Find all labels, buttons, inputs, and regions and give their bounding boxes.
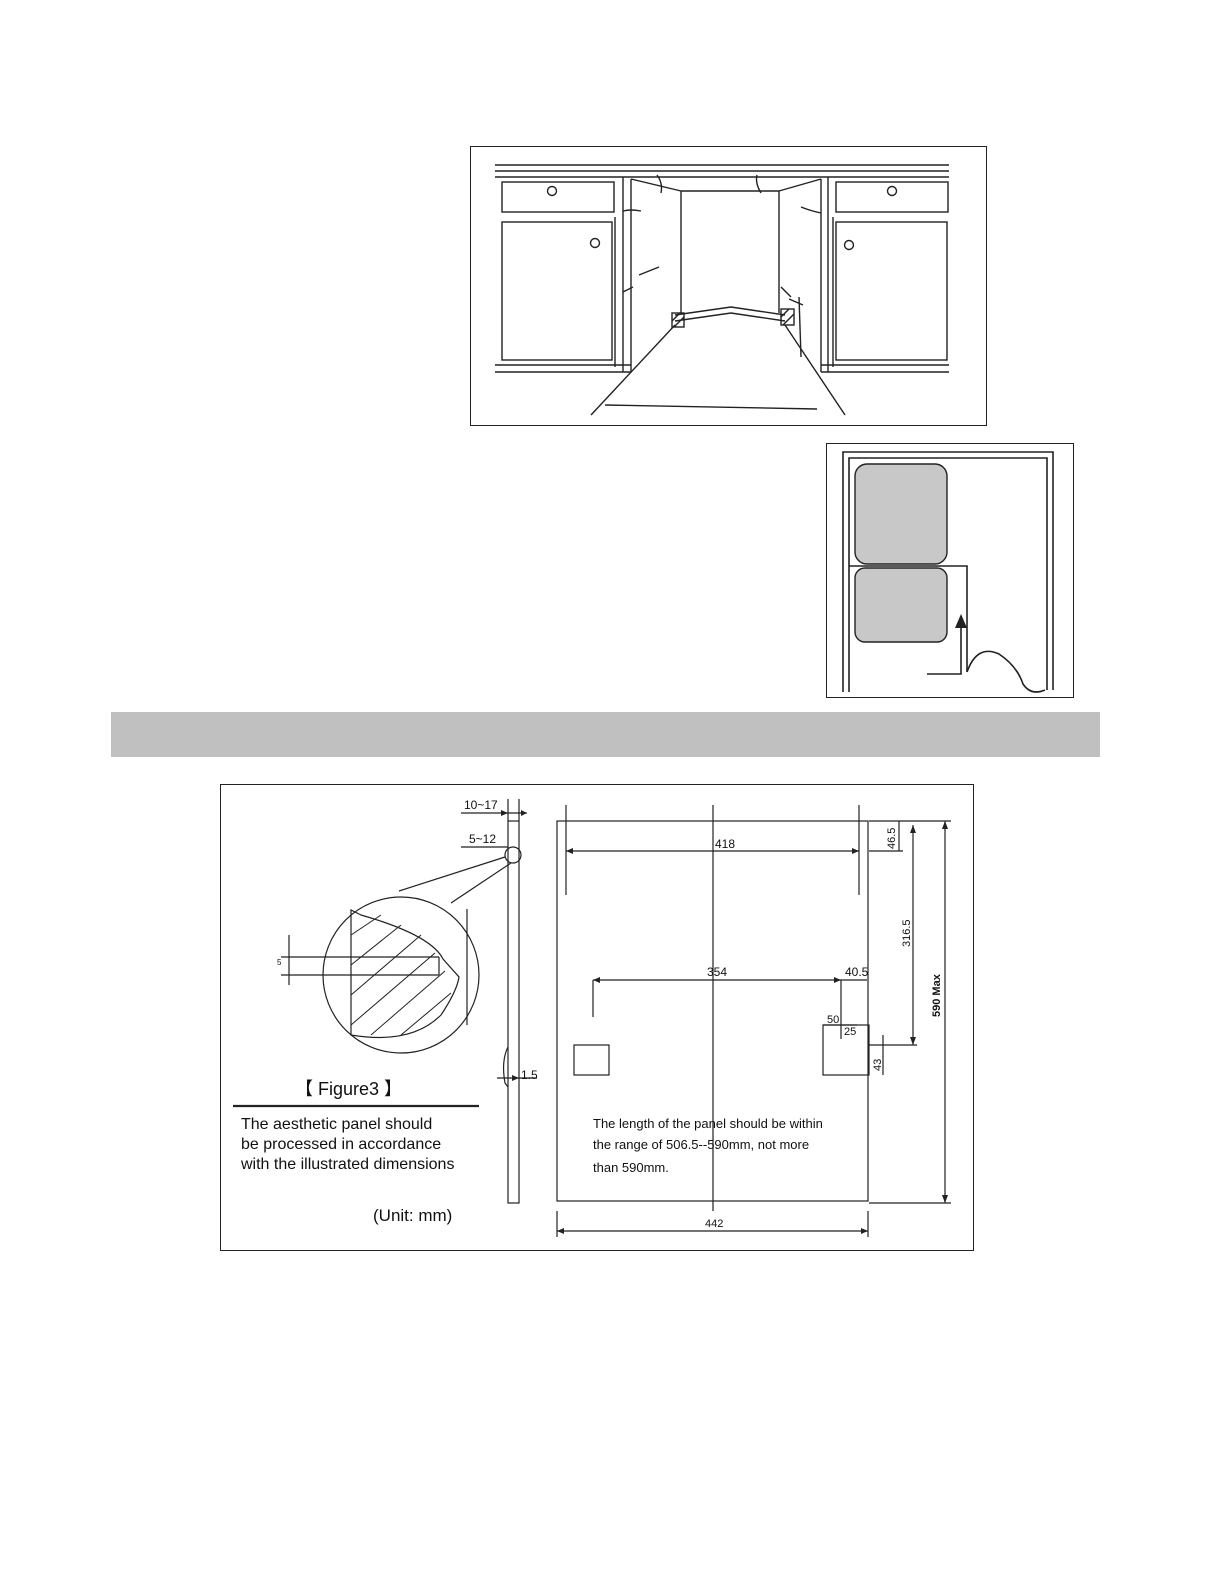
dim-label-43: 43: [872, 1059, 884, 1071]
dim-label-50: 50: [827, 1014, 839, 1026]
dim-label-40-5: 40.5: [845, 965, 869, 979]
clearance-arrow: [927, 620, 962, 675]
right-drawer: [835, 181, 949, 213]
door-swing-curve: [966, 650, 1046, 693]
note-line-2: the range of 506.5--590mm, not more: [593, 1137, 809, 1152]
caption-line-1: The aesthetic panel should: [241, 1116, 432, 1133]
dim-label-442: 442: [705, 1218, 723, 1230]
dim-label-detail: 5: [277, 958, 282, 967]
cabinet-recess-drawing: [495, 164, 949, 416]
caption-line-2: be processed in accordance: [241, 1136, 441, 1153]
floor-front-line: [604, 404, 818, 410]
corner-installation-figure: [826, 443, 1074, 698]
right-door: [835, 221, 948, 361]
right-drawer-knob: [886, 185, 898, 197]
dim-label-25: 25: [844, 1026, 856, 1038]
arrow-head: [955, 614, 967, 628]
panel-side-profile: [507, 820, 520, 1204]
dim-label-590-max: 590 Max: [931, 973, 943, 1017]
unit-label: (Unit: mm): [373, 1206, 452, 1225]
dim-label-10-17: 10~17: [464, 798, 498, 812]
dim-label-354: 354: [707, 965, 727, 979]
panel-dimensions-drawing: 10~17 5~12 5 1.5 418 354 40.5 50 25 46.5…: [233, 798, 951, 1237]
detail-section: [350, 909, 460, 1038]
panel-dimensions-figure: 10~17 5~12 5 1.5 418 354 40.5 50 25 46.5…: [220, 784, 974, 1251]
appliance-block-lower: [854, 567, 948, 643]
corner-outer-wall: [842, 451, 1054, 692]
figure-label: 【 Figure3 】: [295, 1079, 402, 1099]
caption-line-3: with the illustrated dimensions: [240, 1156, 454, 1173]
left-drawer-knob: [546, 185, 558, 197]
left-door-knob: [589, 237, 601, 249]
section-heading-bar: [111, 712, 1100, 757]
dim-label-46-5: 46.5: [886, 828, 898, 849]
dim-label-418: 418: [715, 837, 735, 851]
left-door: [501, 221, 613, 361]
corner-installation-drawing: [842, 451, 1054, 693]
appliance-block-upper: [854, 463, 948, 565]
cabinet-recess-figure: [470, 146, 987, 426]
left-drawer: [501, 181, 615, 213]
fixing-hole-marker: [504, 846, 522, 864]
corner-inner-line: [849, 565, 968, 672]
dim-label-1-5: 1.5: [521, 1068, 538, 1082]
note-line-3: than 590mm.: [593, 1160, 669, 1175]
dim-label-5-12: 5~12: [469, 832, 496, 846]
dim-label-316-5: 316.5: [901, 919, 913, 947]
note-line-1: The length of the panel should be within: [593, 1116, 823, 1131]
left-hole: [573, 1044, 610, 1076]
right-door-knob: [843, 239, 855, 251]
panel-tab: [502, 1046, 509, 1088]
